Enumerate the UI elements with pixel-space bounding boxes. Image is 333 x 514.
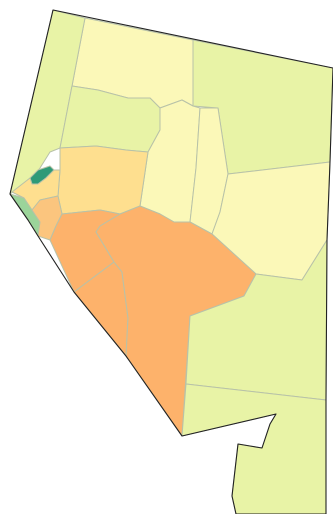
county-regions [9, 9, 333, 514]
state-outline [9, 9, 333, 514]
county-churchill[interactable] [57, 145, 149, 215]
county-clark[interactable] [181, 383, 327, 514]
